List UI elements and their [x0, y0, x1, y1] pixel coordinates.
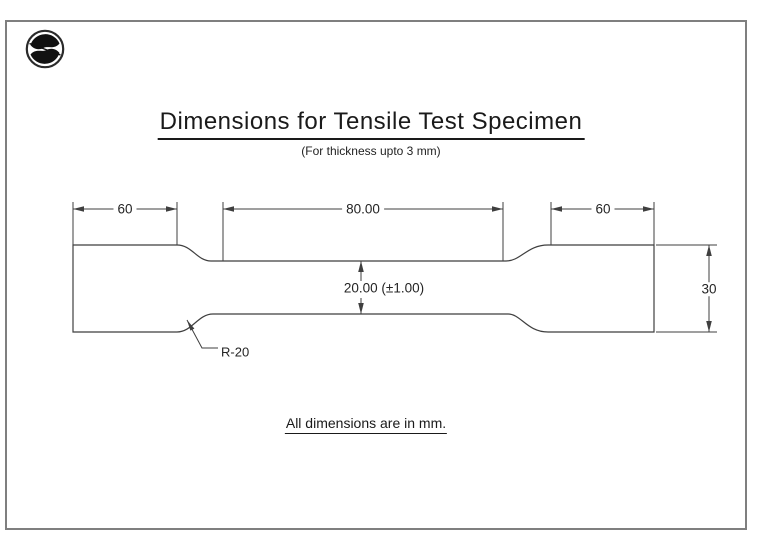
dimension-label-gauge-width: 20.00 (±1.00): [343, 280, 425, 296]
specimen-outline: [72, 244, 655, 333]
page-title: Dimensions for Tensile Test Specimen: [157, 108, 585, 140]
title-block: Dimensions for Tensile Test Specimen (Fo…: [157, 108, 585, 158]
dimension-label-fillet-radius: R-20: [221, 344, 250, 360]
extension-lines-top: [72, 202, 655, 261]
page-subtitle: (For thickness upto 3 mm): [301, 144, 441, 158]
r20-leader-line: [186, 319, 218, 349]
units-note: All dimensions are in mm.: [284, 415, 448, 434]
dimension-label-gauge-length: 80.00: [342, 202, 384, 216]
dimension-arrowheads: [73, 206, 712, 332]
extension-lines-right: [656, 244, 717, 333]
sheet-border: [5, 20, 747, 530]
s-monogram-logo-icon: [25, 29, 65, 69]
dimension-label-left-grip: 60: [113, 202, 137, 216]
dimension-label-right-grip: 60: [591, 202, 615, 216]
dimension-label-grip-width: 30: [697, 282, 721, 296]
